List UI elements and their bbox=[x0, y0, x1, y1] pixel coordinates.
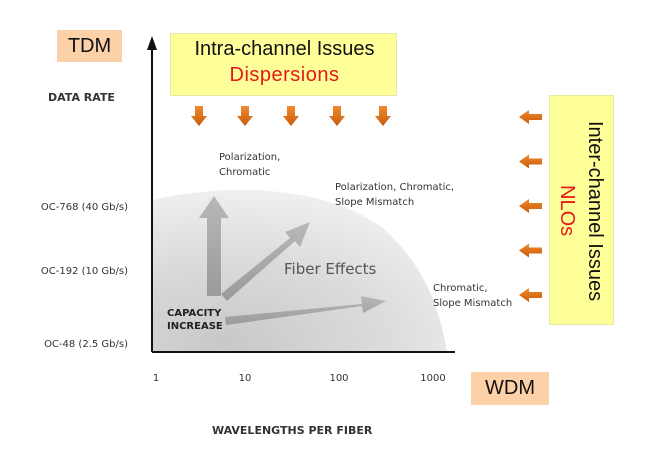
x-axis-title: WAVELENGTHS PER FIBER bbox=[212, 424, 373, 437]
fiber-effects-region bbox=[152, 189, 447, 352]
capacity-increase-label: CAPACITY INCREASE bbox=[167, 307, 223, 333]
annotation-line: Chromatic bbox=[219, 167, 271, 178]
inter-channel-box: Inter-channel Issues NLOs bbox=[549, 95, 614, 325]
annotation-line: Chromatic, bbox=[433, 283, 488, 294]
capacity-arrow-diagonal bbox=[221, 222, 310, 301]
tdm-label: TDM bbox=[57, 30, 122, 62]
y-axis-title: DATA RATE bbox=[48, 91, 115, 104]
down-arrow-icon bbox=[375, 106, 391, 126]
capacity-arrow-right bbox=[225, 296, 386, 325]
annotation-chromatic-slope: Chromatic, Slope Mismatch bbox=[433, 281, 512, 311]
left-arrow-icon bbox=[519, 154, 542, 169]
down-arrow-icon bbox=[283, 106, 299, 126]
x-tick-1000: 1000 bbox=[420, 373, 446, 384]
annotation-line: Polarization, bbox=[219, 152, 281, 163]
intra-channel-title: Intra-channel Issues bbox=[194, 38, 375, 60]
inter-channel-title: Inter-channel Issues bbox=[584, 120, 606, 302]
capacity-label-line: INCREASE bbox=[167, 321, 223, 332]
intra-channel-arrows bbox=[191, 106, 391, 126]
wdm-label: WDM bbox=[471, 372, 549, 405]
down-arrow-icon bbox=[191, 106, 207, 126]
x-tick-1: 1 bbox=[152, 373, 160, 384]
capacity-label-line: CAPACITY bbox=[167, 308, 222, 319]
annotation-line: Slope Mismatch bbox=[433, 298, 513, 309]
annotation-polarization-chromatic: Polarization, Chromatic bbox=[219, 150, 280, 180]
inter-channel-arrows bbox=[519, 110, 542, 302]
y-axis-arrowhead bbox=[147, 36, 157, 50]
left-arrow-icon bbox=[519, 243, 542, 258]
y-tick-oc192: OC-192 (10 Gb/s) bbox=[40, 266, 128, 277]
annotation-polarization-chromatic-slope: Polarization, Chromatic, Slope Mismatch bbox=[335, 180, 454, 210]
annotation-line: Slope Mismatch bbox=[335, 197, 415, 208]
fiber-effects-label: Fiber Effects bbox=[284, 260, 377, 278]
left-arrow-icon bbox=[519, 110, 542, 124]
x-tick-10: 10 bbox=[238, 373, 252, 384]
annotation-line: Polarization, Chromatic, bbox=[335, 182, 455, 193]
y-tick-oc768: OC-768 (40 Gb/s) bbox=[40, 202, 128, 213]
left-arrow-icon bbox=[519, 199, 542, 213]
x-tick-100: 100 bbox=[329, 373, 349, 384]
intra-channel-subtitle: Dispersions bbox=[229, 64, 340, 86]
intra-channel-box: Intra-channel Issues Dispersions bbox=[170, 33, 397, 96]
down-arrow-icon bbox=[237, 106, 253, 126]
down-arrow-icon bbox=[329, 106, 345, 126]
y-tick-oc48: OC-48 (2.5 Gb/s) bbox=[44, 339, 128, 350]
inter-channel-subtitle: NLOs bbox=[556, 185, 578, 237]
left-arrow-icon bbox=[519, 288, 542, 302]
capacity-arrow-up bbox=[199, 196, 229, 296]
